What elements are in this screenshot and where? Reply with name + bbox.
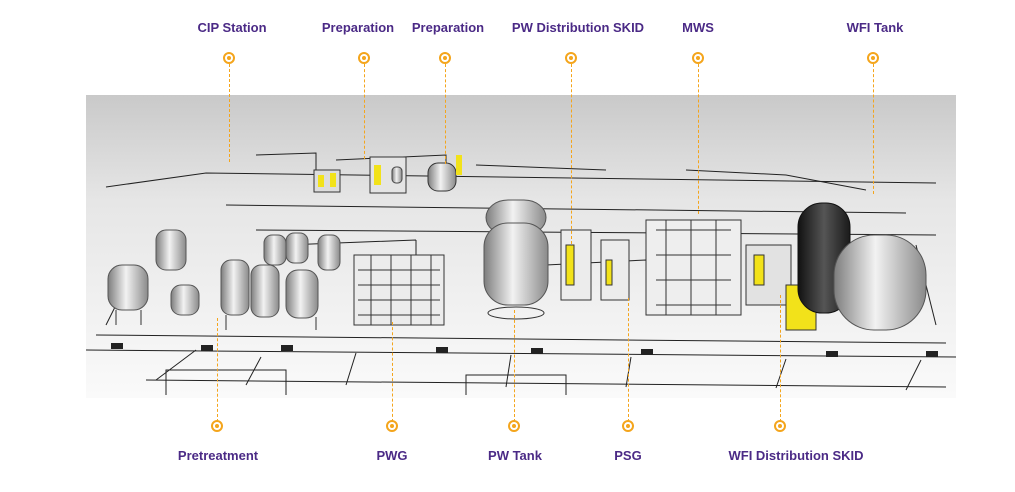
marker-dot-icon — [508, 420, 520, 432]
label-wfi-tank: WFI Tank — [846, 20, 904, 35]
leader-line — [392, 322, 393, 422]
cip-station-skid — [313, 169, 341, 193]
label-pw-tank: PW Tank — [488, 448, 542, 463]
marker-dot-icon — [358, 52, 370, 64]
leader-line — [217, 318, 218, 422]
label-pretreatment: Pretreatment — [177, 448, 259, 463]
label-wfi-distribution-skid: WFI Distribution SKID — [728, 448, 864, 463]
preparation-skid-2 — [427, 155, 462, 192]
wfi-tank-vessel — [797, 202, 927, 331]
label-mws: MWS — [682, 20, 714, 35]
label-psg: PSG — [614, 448, 642, 463]
label-pw-distribution-skid: PW Distribution SKID — [511, 20, 645, 35]
leader-line — [873, 64, 874, 194]
wfi-distribution-skid-unit — [745, 244, 817, 331]
label-pwg: PWG — [376, 448, 408, 463]
label-cip-station: CIP Station — [197, 20, 267, 35]
pretreatment-equipment — [107, 229, 341, 330]
leader-line — [514, 310, 515, 422]
marker-dot-icon — [622, 420, 634, 432]
plant-3d-model — [86, 95, 956, 398]
leader-line — [364, 64, 365, 159]
leader-line — [698, 64, 699, 214]
marker-dot-icon — [223, 52, 235, 64]
marker-dot-icon — [774, 420, 786, 432]
leader-line — [628, 298, 629, 422]
pwg-skid — [353, 254, 445, 326]
marker-dot-icon — [565, 52, 577, 64]
mws-unit — [645, 219, 742, 316]
marker-dot-icon — [211, 420, 223, 432]
preparation-skid-1 — [369, 156, 407, 194]
marker-dot-icon — [439, 52, 451, 64]
leader-line — [445, 64, 446, 164]
marker-dot-icon — [692, 52, 704, 64]
label-preparation-2: Preparation — [411, 20, 485, 35]
marker-dot-icon — [386, 420, 398, 432]
label-preparation-1: Preparation — [321, 20, 395, 35]
psg-unit — [600, 239, 630, 301]
leader-line — [229, 64, 230, 162]
pw-tank-vessel — [483, 199, 549, 320]
pw-distribution-skid-unit — [560, 229, 592, 301]
leader-line — [780, 295, 781, 422]
marker-dot-icon — [867, 52, 879, 64]
leader-line — [571, 64, 572, 244]
